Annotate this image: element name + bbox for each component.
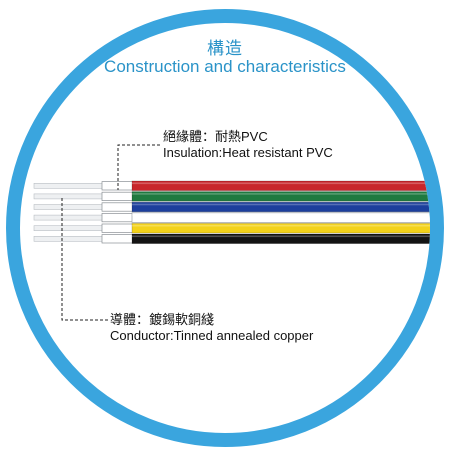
wire-jacket bbox=[131, 212, 430, 223]
insulation-callout-line bbox=[117, 144, 160, 190]
wire-highlight bbox=[132, 235, 430, 238]
inner-sleeve bbox=[101, 223, 135, 233]
inner-sleeve bbox=[101, 234, 135, 244]
wire-jacket bbox=[131, 180, 430, 191]
conductor-callout-line bbox=[61, 198, 108, 321]
conductor-label: 導體：鍍錫軟銅綫 Conductor:Tinned annealed coppe… bbox=[110, 312, 313, 344]
conductor-strand bbox=[33, 236, 105, 242]
insulation-label-en: Insulation:Heat resistant PVC bbox=[163, 145, 333, 160]
conductor-strand bbox=[33, 225, 105, 231]
inner-sleeve bbox=[101, 213, 135, 223]
wire-highlight bbox=[132, 193, 430, 195]
conductor-strand bbox=[33, 214, 105, 221]
wire-bundle bbox=[33, 180, 430, 244]
conductor-strand bbox=[33, 193, 105, 200]
title-chinese: 構造 bbox=[207, 39, 243, 58]
inner-sleeve bbox=[101, 202, 135, 212]
wire-highlight bbox=[132, 214, 430, 216]
insulation-label: 絕緣體：耐熱PVC Insulation:Heat resistant PVC bbox=[163, 129, 333, 161]
insulation-label-zh: 絕緣體：耐熱PVC bbox=[163, 129, 268, 144]
title-english: Construction and characteristics bbox=[104, 57, 346, 76]
wire-jacket bbox=[131, 201, 430, 213]
wire-highlight bbox=[132, 203, 430, 206]
conductor-label-zh: 導體：鍍錫軟銅綫 bbox=[110, 312, 215, 327]
conductor-strand bbox=[33, 183, 105, 189]
wire-jacket bbox=[131, 233, 430, 244]
wire-jacket bbox=[131, 191, 430, 202]
inner-sleeve bbox=[101, 191, 135, 201]
wire-jacket bbox=[131, 223, 430, 234]
conductor-label-en: Conductor:Tinned annealed copper bbox=[110, 328, 314, 343]
wire-highlight bbox=[132, 182, 430, 185]
callout-lines bbox=[61, 144, 160, 321]
conductor-strand bbox=[33, 204, 105, 210]
wire-highlight bbox=[132, 224, 430, 227]
